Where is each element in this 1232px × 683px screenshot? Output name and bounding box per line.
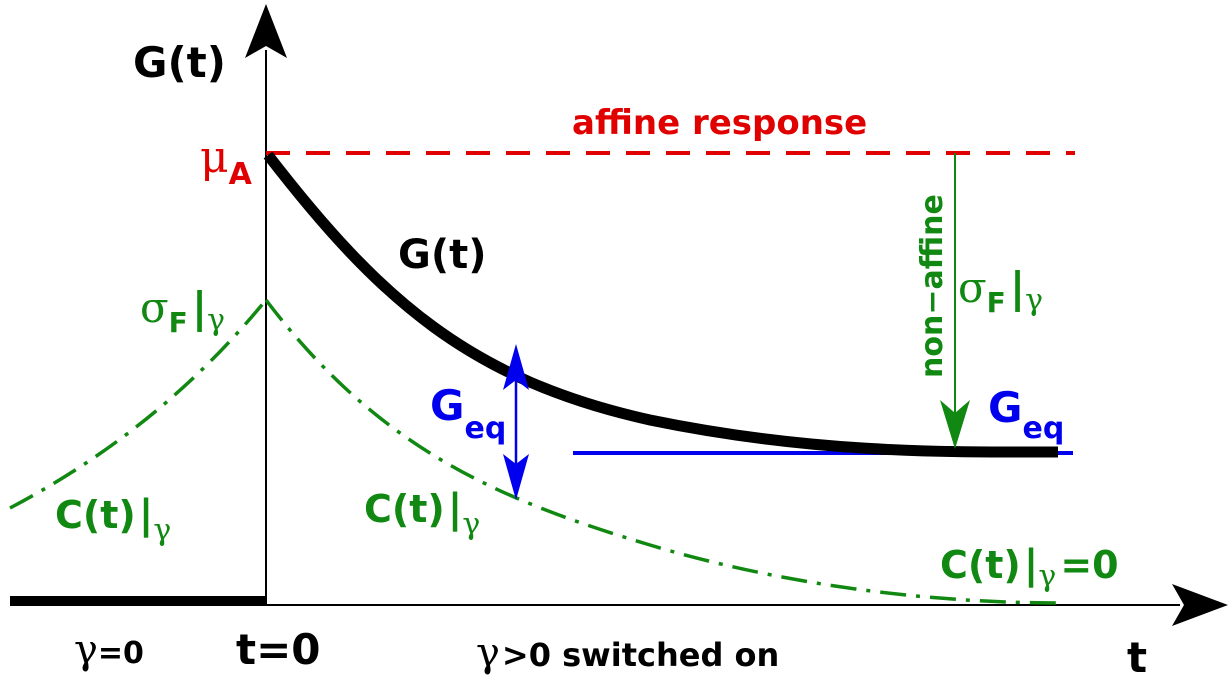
- c-mid-main: C(t): [364, 487, 445, 531]
- sigma-left-symbol: σ: [140, 283, 169, 332]
- c-left-gamma: γ: [153, 513, 171, 548]
- affine-label: affine response: [572, 103, 867, 143]
- non-affine-arrowhead: [940, 400, 970, 449]
- sigma-right-label: σF|γ: [958, 263, 1043, 319]
- gamma-zero-symbol: γ: [74, 627, 98, 673]
- x-axis-label: t: [1127, 633, 1147, 678]
- c-zero-tail: =0: [1060, 543, 1118, 587]
- c-zero-bar: |: [1024, 542, 1039, 589]
- geq-left-main: G: [430, 381, 464, 430]
- c-left-bar: |: [139, 492, 154, 539]
- x-axis-arrowhead: [1172, 584, 1228, 626]
- c-curve-left: [9, 298, 268, 510]
- sigma-left-bar: |: [192, 283, 207, 332]
- sigma-right-bar: |: [1010, 263, 1025, 312]
- gamma-zero-tail: =0: [98, 636, 144, 671]
- geq-right-label: Geq: [988, 383, 1064, 446]
- geq-arrowhead-down: [503, 454, 529, 500]
- geq-right-sub: eq: [1022, 411, 1064, 446]
- c-left-label: C(t)|γ: [55, 492, 171, 548]
- c-curve-right: [264, 298, 1061, 605]
- sigma-right-symbol: σ: [958, 263, 987, 312]
- sigma-left-sub: F: [169, 306, 188, 339]
- c-zero-main: C(t): [940, 543, 1021, 587]
- y-axis-label: G(t): [133, 38, 226, 87]
- y-axis-arrowhead: [245, 4, 287, 58]
- geq-left-label: Geq: [430, 381, 506, 446]
- geq-right-main: G: [988, 383, 1022, 432]
- sigma-left-label: σF|γ: [140, 283, 225, 339]
- sigma-right-sub: F: [987, 286, 1006, 319]
- gamma-zero-label: γ=0: [74, 627, 144, 673]
- g-curve: [263, 151, 1059, 458]
- sigma-right-gamma: γ: [1025, 283, 1043, 318]
- c-left-main: C(t): [55, 493, 136, 537]
- mu-subscript: A: [229, 157, 253, 192]
- c-mid-label: C(t)|γ: [364, 486, 480, 542]
- origin-label: t=0: [236, 625, 321, 674]
- c-mid-bar: |: [448, 486, 463, 533]
- switch-tail: >0 switched on: [502, 636, 779, 674]
- c-mid-gamma: γ: [462, 507, 480, 542]
- switch-label: γ>0 switched on: [476, 630, 779, 676]
- curve-label: G(t): [398, 232, 487, 278]
- c-zero-gamma: γ: [1038, 559, 1056, 594]
- geq-arrowhead-up: [503, 344, 529, 390]
- sigma-left-gamma: γ: [207, 303, 225, 338]
- mu-symbol: μ: [200, 132, 229, 183]
- switch-symbol: γ: [476, 630, 500, 676]
- non-affine-label: non−affine: [915, 194, 950, 378]
- mu-label: μA: [200, 132, 253, 192]
- c-zero-label: C(t)|γ=0: [940, 542, 1119, 594]
- geq-left-sub: eq: [464, 411, 506, 446]
